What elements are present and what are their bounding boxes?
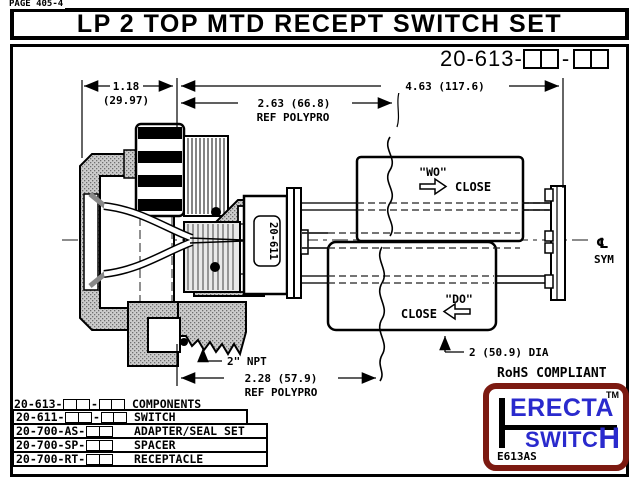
logo-line2-head: SWITC xyxy=(525,427,599,452)
title-box: LP 2 TOP MTD RECEPT SWITCH SET xyxy=(10,8,629,40)
rohs-compliance-label: RoHS COMPLIANT xyxy=(497,366,607,381)
fill-in-box xyxy=(75,398,90,410)
logo-line2-big-h: H xyxy=(598,422,621,455)
part-fill-in-boxes xyxy=(86,439,113,451)
part-number-dash: - xyxy=(561,46,571,71)
part-fill-in-boxes xyxy=(63,398,90,410)
logo-horizontal-bar xyxy=(505,425,617,430)
fill-in-box xyxy=(98,439,113,451)
part-fill-in-boxes xyxy=(86,425,113,437)
fill-in-box xyxy=(98,453,113,465)
part-number-box xyxy=(590,49,610,69)
part-fill-in-boxes xyxy=(86,453,113,465)
part-number-header: 20-613- - xyxy=(440,46,610,72)
part-prefix: 20-613- xyxy=(14,397,63,411)
part-description: RECEPTACLE xyxy=(134,452,204,466)
part-number-prefix: 20-613- xyxy=(440,46,523,71)
part-description: ADAPTER/SEAL SET xyxy=(134,424,245,438)
part-fill-in-boxes xyxy=(65,411,92,423)
part-number-box xyxy=(539,49,559,69)
part-number-box-pair-2 xyxy=(573,49,610,69)
part-description: COMPONENTS xyxy=(132,397,202,411)
part-dash: - xyxy=(90,397,98,411)
logo-vertical-bar xyxy=(499,398,505,448)
logo-model-code: E613AS xyxy=(497,450,537,463)
part-prefix: 20-700-AS- xyxy=(16,424,86,438)
trademark-label: TM xyxy=(606,390,619,400)
page-title: LP 2 TOP MTD RECEPT SWITCH SET xyxy=(76,9,563,38)
part-fill-in-boxes xyxy=(100,411,128,423)
part-prefix: 20-700-RT- xyxy=(16,452,86,466)
part-description: SPACER xyxy=(134,438,176,452)
fill-in-box xyxy=(113,411,128,423)
part-description: SWITCH xyxy=(134,410,176,424)
part-prefix: 20-700-SP- xyxy=(16,438,86,452)
fill-in-box xyxy=(77,411,92,423)
fill-in-box xyxy=(111,398,126,410)
logo-line1: ERECTA xyxy=(510,394,614,422)
parts-table-row-2: 20-700-AS- ADAPTER/SEAL SET xyxy=(12,423,268,439)
part-number-box-pair-1 xyxy=(522,49,559,69)
fill-in-box xyxy=(98,425,113,437)
part-fill-in-boxes xyxy=(98,398,126,410)
parts-table-row-1: 20-611- - SWITCH xyxy=(12,409,248,425)
part-dash: - xyxy=(92,410,100,424)
parts-table-row-4: 20-700-RT- RECEPTACLE xyxy=(12,451,268,467)
part-prefix: 20-611- xyxy=(16,410,65,424)
page-number-label: PAGE 405-4 xyxy=(7,0,66,9)
